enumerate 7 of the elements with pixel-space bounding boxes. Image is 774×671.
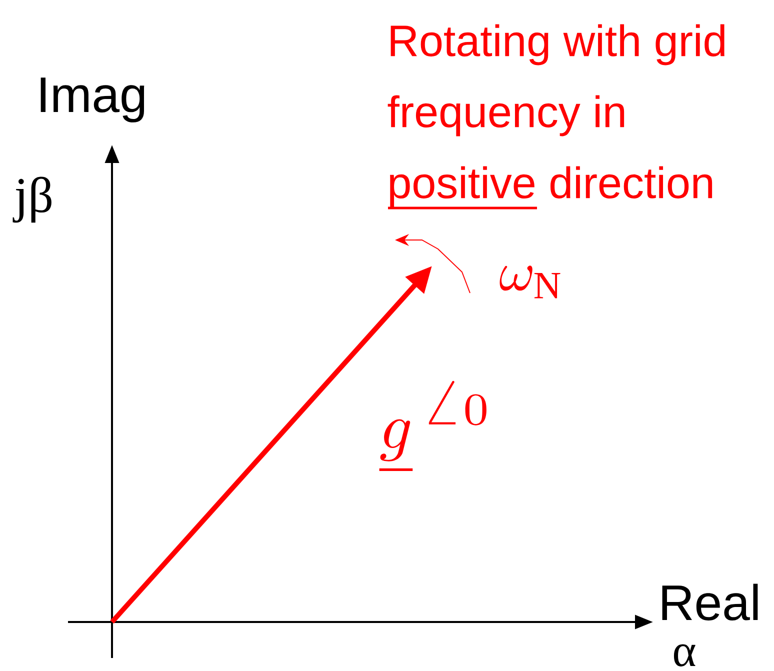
annotation-text: Rotating with grid frequency in positive direction <box>388 24 724 210</box>
axis-label: jβ <box>12 176 52 223</box>
axis-label: Imag <box>40 78 144 122</box>
vector-label: $\underline{g}^{\,\angle 0}$ <box>379 380 486 470</box>
angular-speed-label: $\omega_{\mathrm{N}}$ <box>500 266 560 298</box>
axis-label: α <box>674 644 696 666</box>
axis-label: Real <box>662 584 758 620</box>
